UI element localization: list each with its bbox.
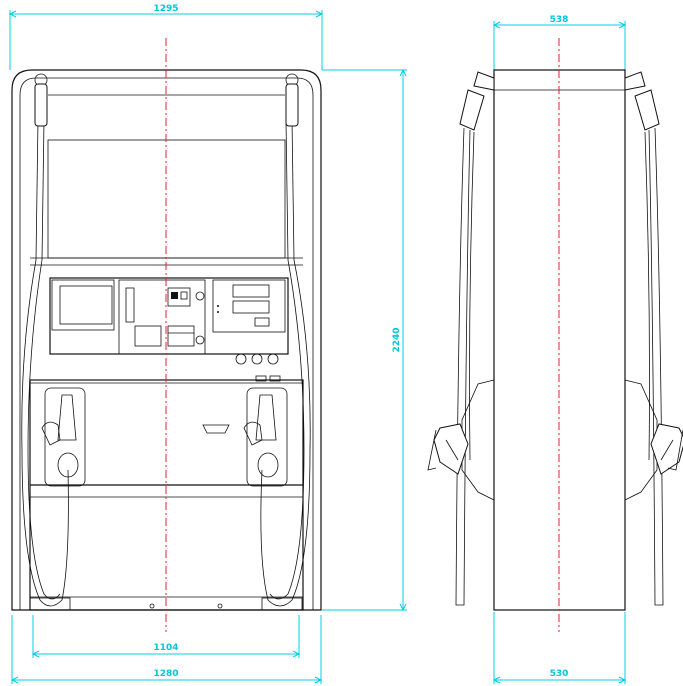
side-view — [427, 38, 683, 632]
dim-front-base-width: 1280 — [153, 669, 178, 679]
dim-side-top-width: 538 — [550, 15, 569, 25]
dim-side-base-width: 530 — [550, 669, 569, 679]
dimension-lines — [8, 10, 627, 684]
dim-front-rail-width: 1104 — [153, 643, 178, 653]
dim-front-top-width: 1295 — [153, 4, 178, 14]
front-view — [11, 38, 322, 632]
dim-height: 2240 — [392, 327, 402, 352]
